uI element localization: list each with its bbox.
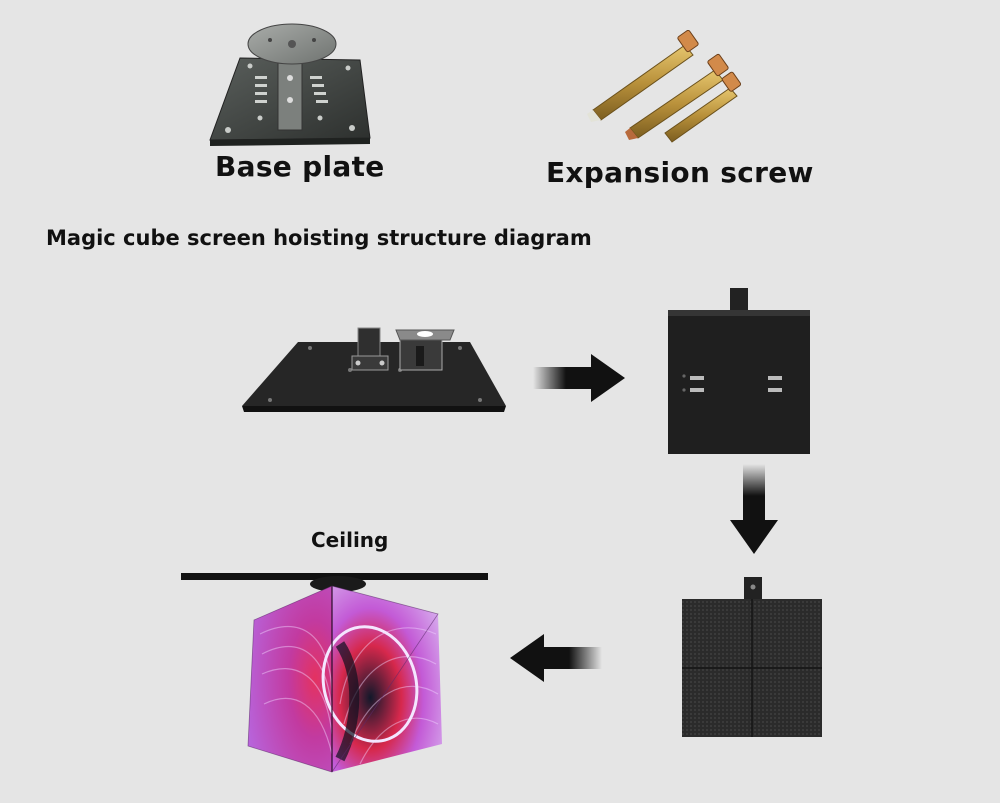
diagram-title: Magic cube screen hoisting structure dia… <box>46 226 592 250</box>
magic-cube-screen <box>240 574 445 774</box>
arrow-down-icon <box>728 464 780 556</box>
step1-base-plate <box>240 322 510 414</box>
arrow-left-icon <box>510 632 602 684</box>
step3-led-panel <box>682 577 822 737</box>
base-plate-label: Base plate <box>215 150 385 183</box>
expansion-screw-photo <box>585 30 755 145</box>
expansion-screw-label: Expansion screw <box>546 156 814 189</box>
ceiling-label: Ceiling <box>311 528 389 552</box>
base-plate-photo <box>200 18 380 148</box>
arrow-right-icon <box>533 352 625 404</box>
step2-cabinet-back <box>668 288 810 454</box>
